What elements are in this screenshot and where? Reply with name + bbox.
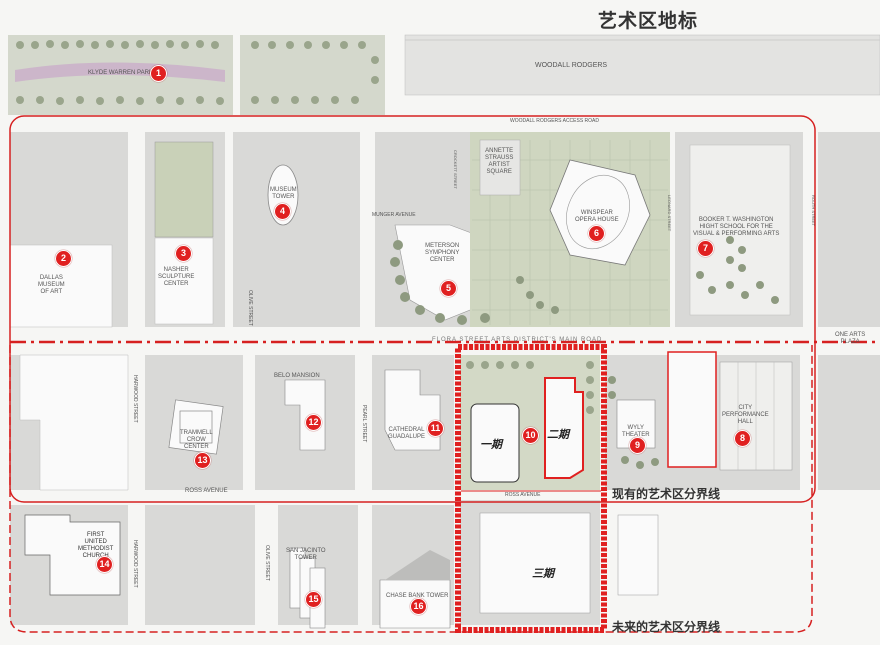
phase2-building xyxy=(544,377,584,479)
map-title: 艺术区地标 xyxy=(598,10,699,32)
phase1-building xyxy=(470,403,520,483)
label-nasher: NASHER SCULPTURE CENTER xyxy=(158,267,195,287)
marker-13[interactable]: 13 xyxy=(194,452,211,469)
marker-12[interactable]: 12 xyxy=(305,414,322,431)
label-wyly: WYLY THEATER xyxy=(622,425,650,438)
street-harwood-upper: HARWOOD STREET xyxy=(132,375,138,423)
block-museum-tower xyxy=(233,132,360,327)
label-annette: ANNETTE STRAUSS ARTIST SQUARE xyxy=(485,148,514,175)
marker-14[interactable]: 14 xyxy=(96,556,113,573)
marker-9[interactable]: 9 xyxy=(629,437,646,454)
label-trammell: TRAMMELL CROW CENTER xyxy=(180,430,213,450)
label-chase: CHASE BANK TOWER xyxy=(386,593,449,599)
label-cathedral: CATHEDRAL GUADALUPE xyxy=(388,427,426,440)
label-san-jacinto: SAN JACINTO TOWER xyxy=(286,548,326,561)
label-museum-tower: MUSEUM TOWER xyxy=(270,187,297,200)
label-belo: BELO MANSION xyxy=(274,373,320,379)
street-woodall-rodgers: WOODALL RODGERS xyxy=(535,62,608,69)
street-harwood-lower: HARWOOD STREET xyxy=(132,540,138,588)
street-olive-lower: OLIVE STREET xyxy=(264,545,270,581)
label-phase-1: 一期 xyxy=(480,438,502,451)
marker-16[interactable]: 16 xyxy=(410,598,427,615)
marker-2[interactable]: 2 xyxy=(55,250,72,267)
label-future-boundary: 未来的艺术区分界线 xyxy=(612,620,721,634)
street-pearl: PEARL STREET xyxy=(361,405,367,443)
label-city-hall: CITY PERFORMANCE HALL xyxy=(722,405,769,425)
label-dma: DALLAS MUSEUM OF ART xyxy=(38,275,65,295)
phase-frame xyxy=(455,344,607,633)
marker-5[interactable]: 5 xyxy=(440,280,457,297)
label-winspear: WINSPEAR OPERA HOUSE xyxy=(575,210,619,223)
label-first-methodist: FIRST UNITED METHODIST CHURCH xyxy=(78,532,114,559)
marker-3[interactable]: 3 xyxy=(175,245,192,262)
street-woodall-access: WOODALL RODGERS ACCESS ROAD xyxy=(510,118,599,124)
marker-6[interactable]: 6 xyxy=(588,225,605,242)
marker-7[interactable]: 7 xyxy=(697,240,714,257)
street-flora: FLORA STREET ARTS DISTRICT'S MAIN ROAD xyxy=(432,337,603,343)
street-munger: MUNGER AVENUE xyxy=(372,212,416,218)
current-boundary-line xyxy=(9,115,816,503)
marker-4[interactable]: 4 xyxy=(274,203,291,220)
label-meyerson: METERSON SYMPHONY CENTER xyxy=(425,243,460,263)
label-one-arts: ONE ARTS PLAZA xyxy=(835,332,866,345)
label-klyde-warren-park: KLYDE WARREN PARK xyxy=(88,70,153,76)
marker-8[interactable]: 8 xyxy=(734,430,751,447)
street-olive-upper: OLIVE STREET xyxy=(247,290,253,326)
marker-10[interactable]: 10 xyxy=(522,427,539,444)
marker-11[interactable]: 11 xyxy=(427,420,444,437)
winspear-building xyxy=(549,159,651,266)
street-routh: ROUTH STREET xyxy=(811,195,816,227)
street-leonard: LEONARD STREET xyxy=(667,195,672,232)
street-ross-small: ROSS AVENUE xyxy=(505,492,541,498)
label-current-boundary: 现有的艺术区分界线 xyxy=(612,487,721,501)
marker-15[interactable]: 15 xyxy=(305,591,322,608)
park-trees xyxy=(16,40,224,105)
label-phase-3: 三期 xyxy=(532,567,554,580)
label-phase-2: 二期 xyxy=(547,428,569,441)
future-boundary-line xyxy=(9,345,813,633)
label-booker: BOOKER T. WASHINGTON HIGHT SCHOOL FOR TH… xyxy=(693,217,780,237)
street-crockett: CROCKETT STREET xyxy=(453,150,458,189)
street-ross: ROSS AVENUE xyxy=(185,488,228,494)
marker-1[interactable]: 1 xyxy=(150,65,167,82)
